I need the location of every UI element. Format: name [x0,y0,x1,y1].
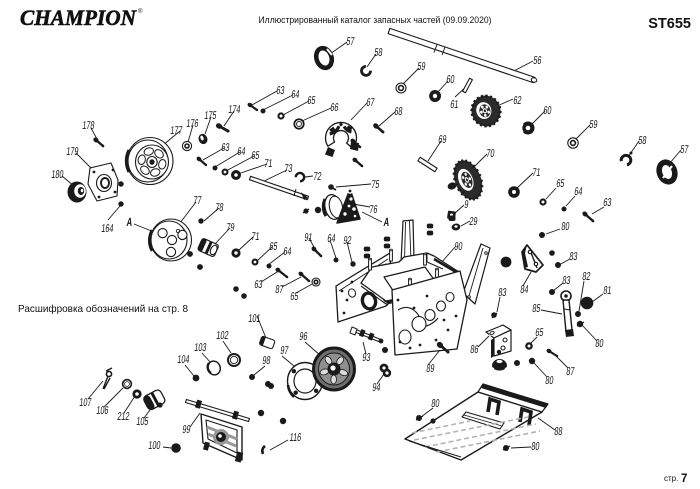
svg-text:29: 29 [469,216,479,229]
svg-text:58: 58 [374,47,384,60]
svg-text:69: 69 [438,134,448,147]
svg-text:62: 62 [513,95,523,108]
svg-text:89: 89 [426,363,436,376]
svg-text:63: 63 [221,142,231,155]
svg-text:179: 179 [66,146,80,159]
svg-text:56: 56 [533,55,543,68]
svg-text:174: 174 [228,104,242,117]
svg-text:87: 87 [275,284,285,297]
svg-text:Расшифровка обозначений на стр: Расшифровка обозначений на стр. 8 [18,303,188,315]
svg-text:82: 82 [582,271,592,284]
svg-text:64: 64 [574,186,584,199]
svg-text:87: 87 [566,366,576,379]
svg-text:65: 65 [535,327,545,340]
svg-text:70: 70 [486,148,496,161]
svg-text:ST655: ST655 [648,16,691,32]
svg-text:96: 96 [299,331,309,344]
svg-text:59: 59 [589,119,599,132]
svg-text:78: 78 [215,202,225,215]
svg-text:177: 177 [170,125,184,138]
svg-text:106: 106 [96,405,110,418]
svg-text:65: 65 [307,95,317,108]
svg-text:79: 79 [226,222,236,235]
svg-text:67: 67 [366,97,376,110]
svg-text:71: 71 [264,158,274,171]
svg-text:72: 72 [313,171,323,184]
svg-text:7: 7 [681,473,687,485]
svg-text:99: 99 [182,424,192,437]
svg-text:75: 75 [371,179,381,192]
svg-text:60: 60 [543,105,553,118]
svg-text:104: 104 [177,354,191,367]
svg-text:88: 88 [554,426,564,439]
svg-text:9: 9 [464,199,470,212]
svg-text:86: 86 [470,344,480,357]
svg-text:77: 77 [193,195,203,208]
svg-text:81: 81 [603,285,613,298]
svg-text:100: 100 [148,440,162,453]
svg-text:93: 93 [362,352,372,365]
svg-text:80: 80 [595,338,605,351]
svg-text:71: 71 [532,167,542,180]
svg-text:57: 57 [680,144,690,157]
svg-text:83: 83 [562,275,572,288]
svg-text:57: 57 [346,36,356,49]
svg-text:180: 180 [51,169,65,182]
svg-text:®: ® [138,8,143,15]
svg-text:80: 80 [431,398,441,411]
svg-text:66: 66 [330,102,340,115]
svg-text:164: 164 [101,223,115,236]
svg-text:94: 94 [372,382,382,395]
svg-text:98: 98 [262,355,272,368]
svg-text:63: 63 [254,279,264,292]
svg-text:84: 84 [520,284,530,297]
svg-text:92: 92 [343,235,353,248]
svg-text:63: 63 [276,85,286,98]
svg-text:64: 64 [283,246,293,259]
svg-text:стр.: стр. [664,474,678,483]
svg-text:65: 65 [251,150,261,163]
svg-text:71: 71 [251,231,261,244]
svg-text:212: 212 [117,411,131,424]
svg-text:65: 65 [556,178,566,191]
svg-text:80: 80 [545,375,555,388]
svg-text:63: 63 [603,197,613,210]
svg-text:178: 178 [82,120,96,133]
svg-text:176: 176 [186,118,200,131]
svg-text:107: 107 [79,397,93,410]
svg-text:83: 83 [498,287,508,300]
svg-text:A: A [126,217,134,230]
svg-text:91: 91 [304,232,314,245]
svg-text:58: 58 [638,135,648,148]
svg-text:61: 61 [450,99,460,112]
svg-text:68: 68 [394,106,404,119]
svg-text:73: 73 [284,163,294,176]
svg-text:101: 101 [248,313,262,326]
svg-text:175: 175 [204,110,218,123]
svg-text:103: 103 [194,342,208,355]
svg-text:Иллюстрированный каталог запас: Иллюстрированный каталог запасных частей… [259,15,492,26]
svg-text:97: 97 [280,345,290,358]
svg-text:80: 80 [561,221,571,234]
svg-text:64: 64 [291,89,301,102]
svg-text:85: 85 [532,303,542,316]
svg-text:76: 76 [369,204,379,217]
svg-text:90: 90 [454,241,464,254]
svg-text:65: 65 [269,241,279,254]
svg-text:64: 64 [327,233,337,246]
svg-text:102: 102 [216,330,230,343]
svg-text:60: 60 [446,74,456,87]
svg-text:59: 59 [417,61,427,74]
svg-text:65: 65 [290,291,300,304]
svg-text:80: 80 [531,441,541,454]
svg-text:CHAMPION: CHAMPION [20,5,137,30]
svg-text:116: 116 [289,432,302,445]
svg-text:A: A [383,217,391,230]
svg-text:105: 105 [136,416,150,429]
svg-text:83: 83 [569,251,579,264]
svg-text:64: 64 [237,146,247,159]
